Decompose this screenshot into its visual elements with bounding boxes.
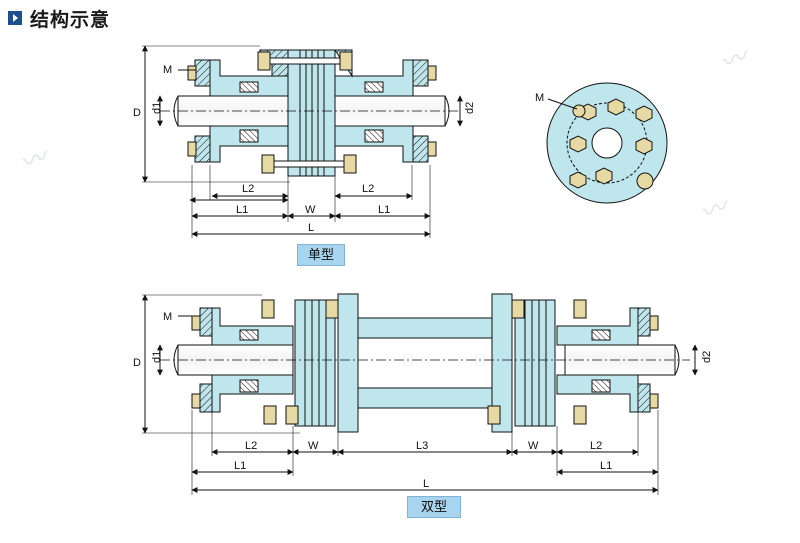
label-d2: d2 xyxy=(464,102,476,114)
label-l1-left: L1 xyxy=(234,460,246,472)
single-type-caption: 单型 xyxy=(297,244,345,266)
hex-nut xyxy=(635,137,653,155)
bolt xyxy=(325,299,339,319)
bolt xyxy=(257,51,353,71)
label-d2: d2 xyxy=(701,351,713,363)
bolt-head xyxy=(187,141,197,157)
play-square-icon xyxy=(8,11,22,25)
label-d1: d1 xyxy=(151,351,163,363)
bolt xyxy=(487,405,501,425)
section-title: 结构示意 xyxy=(30,9,111,31)
hex-nut xyxy=(569,171,587,189)
hex-nut xyxy=(569,135,587,153)
label-m: M xyxy=(163,311,172,323)
label-l3: L3 xyxy=(416,440,428,452)
label-d1: d1 xyxy=(151,102,163,114)
label-l2-right: L2 xyxy=(590,440,602,452)
bolt xyxy=(261,299,275,319)
bolt-head xyxy=(649,393,659,409)
bolt xyxy=(573,405,587,425)
bolt-head xyxy=(649,315,659,331)
bolt xyxy=(261,154,357,174)
bolt xyxy=(263,405,277,425)
bolt-head xyxy=(636,172,654,190)
hex-nut xyxy=(607,98,625,116)
end-view-label-m: M xyxy=(535,92,544,104)
label-l1-right: L1 xyxy=(600,460,612,472)
label-l: L xyxy=(423,478,429,490)
disc-pack-right xyxy=(514,299,556,427)
label-l2-right: L2 xyxy=(362,183,374,195)
single-coupling: M D d1 d2 L2 L2 L1 W L1 L xyxy=(133,45,476,238)
end-view: M xyxy=(535,82,668,204)
bolt-head xyxy=(427,141,437,157)
label-l2-left: L2 xyxy=(242,183,254,195)
bolt-head xyxy=(187,65,197,81)
double-type-caption: 双型 xyxy=(407,496,461,518)
label-w-right: W xyxy=(528,440,539,452)
disc-pack-left xyxy=(294,299,336,427)
hex-nut xyxy=(595,167,613,185)
bolt xyxy=(573,299,587,319)
section-header: 结构示意 xyxy=(8,4,110,32)
label-m: M xyxy=(163,64,172,76)
label-l1-left: L1 xyxy=(236,204,248,216)
bolt-head xyxy=(427,65,437,81)
bolt xyxy=(511,299,525,319)
label-w: W xyxy=(305,204,316,216)
label-l: L xyxy=(308,222,314,234)
hex-nut xyxy=(635,105,653,123)
label-l1-right: L1 xyxy=(378,204,390,216)
label-l2-left: L2 xyxy=(245,440,257,452)
bolt-head xyxy=(191,315,201,331)
label-d: D xyxy=(133,107,141,119)
bolt xyxy=(285,405,299,425)
bolt-head xyxy=(191,393,201,409)
label-w-left: W xyxy=(308,440,319,452)
double-coupling: M D d1 d2 L2 W L3 W L2 L1 L1 L xyxy=(133,293,713,495)
bolt-head xyxy=(572,104,586,118)
label-d: D xyxy=(133,357,141,369)
spacer-flange-left xyxy=(337,293,359,433)
